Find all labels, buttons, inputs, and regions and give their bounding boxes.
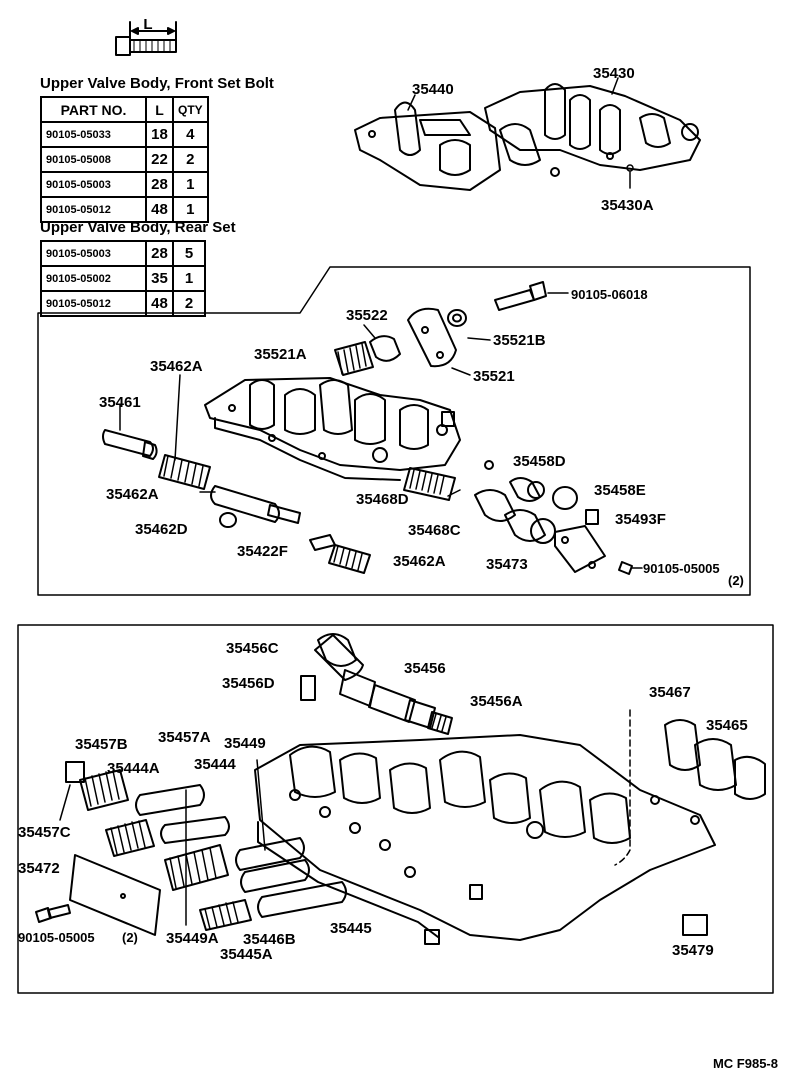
right-valve-parts	[403, 467, 643, 575]
cell-part-no: 90105-05003	[40, 171, 147, 198]
label-35444A: 35444A	[107, 760, 160, 777]
lower-valve-body	[254, 734, 716, 945]
cell-part-no: 90105-05012	[40, 196, 147, 223]
middle-valve-body	[204, 377, 494, 481]
label-35446B: 35446B	[243, 931, 296, 948]
table-row: 90105-05012 48 2	[40, 290, 206, 317]
label-35449: 35449	[224, 735, 266, 752]
label-35521: 35521	[473, 368, 515, 385]
left-valve-train	[102, 374, 371, 574]
cell-length: 48	[145, 196, 174, 223]
rear-bolt-table: 90105-05003 28 5 90105-05002 35 1 90105-…	[40, 240, 206, 317]
cell-qty: 2	[172, 290, 206, 317]
front-bolt-table: PART NO. L QTY 90105-05033 18 4 90105-05…	[40, 96, 209, 223]
label-35522: 35522	[346, 307, 388, 324]
label-35468C: 35468C	[408, 522, 461, 539]
label-35458D: 35458D	[513, 453, 566, 470]
front-table-title: Upper Valve Body, Front Set Bolt	[40, 75, 274, 92]
label-35449A: 35449A	[166, 930, 219, 947]
cell-qty: 5	[172, 240, 206, 267]
label-35462D: 35462D	[135, 521, 188, 538]
header-length: L	[145, 96, 174, 123]
label-35440: 35440	[412, 81, 454, 98]
label-90105-06018: 90105-06018	[571, 287, 648, 302]
table-row: 90105-05002 35 1	[40, 265, 206, 292]
right-plug-parts	[614, 709, 766, 936]
label-35465: 35465	[706, 717, 748, 734]
label-35457C: 35457C	[18, 824, 71, 841]
label-35462A-top: 35462A	[150, 358, 203, 375]
label-35473: 35473	[486, 556, 528, 573]
cell-part-no: 90105-05033	[40, 121, 147, 148]
bolt-length-label: L	[143, 16, 152, 33]
label-35521B: 35521B	[493, 332, 546, 349]
cell-part-no: 90105-05002	[40, 265, 147, 292]
label-35456: 35456	[404, 660, 446, 677]
label-35457B: 35457B	[75, 736, 128, 753]
label-35456A: 35456A	[470, 693, 523, 710]
table-row: 90105-05003 28 1	[40, 171, 209, 198]
label-35467: 35467	[649, 684, 691, 701]
label-35456C: 35456C	[226, 640, 279, 657]
cell-length: 22	[145, 146, 174, 173]
header-qty: QTY	[172, 96, 209, 123]
label-qty2-a: (2)	[728, 573, 744, 588]
cell-qty: 4	[172, 121, 209, 148]
cell-qty: 1	[172, 265, 206, 292]
label-35493F: 35493F	[615, 511, 666, 528]
label-35472: 35472	[18, 860, 60, 877]
label-35479: 35479	[672, 942, 714, 959]
cell-length: 48	[145, 290, 174, 317]
cell-part-no: 90105-05012	[40, 290, 147, 317]
table-row: 90105-05033 18 4	[40, 121, 209, 148]
label-35461: 35461	[99, 394, 141, 411]
table-header-row: PART NO. L QTY	[40, 96, 209, 123]
cell-qty: 1	[172, 196, 209, 223]
label-35456D: 35456D	[222, 675, 275, 692]
label-qty2-b: (2)	[122, 930, 138, 945]
label-35462A-low: 35462A	[393, 553, 446, 570]
label-90105-05005-a: 90105-05005	[643, 561, 720, 576]
label-35430: 35430	[593, 65, 635, 82]
upper-valve-body-assembly	[354, 77, 701, 191]
lower-frame	[17, 624, 774, 994]
bolt-length-icon	[115, 21, 177, 56]
label-35445: 35445	[330, 920, 372, 937]
table-row: 90105-05008 22 2	[40, 146, 209, 173]
table-row: 90105-05012 48 1	[40, 196, 209, 223]
cell-length: 35	[145, 265, 174, 292]
label-35422F: 35422F	[237, 543, 288, 560]
header-part-no: PART NO.	[40, 96, 147, 123]
label-35457A: 35457A	[158, 729, 211, 746]
label-35462A-mid: 35462A	[106, 486, 159, 503]
table-row: 90105-05003 28 5	[40, 240, 206, 267]
label-90105-05005-b: 90105-05005	[18, 930, 95, 945]
plug-and-plate	[334, 307, 491, 376]
label-35430A: 35430A	[601, 197, 654, 214]
cell-part-no: 90105-05003	[40, 240, 147, 267]
label-35444: 35444	[194, 756, 236, 773]
cell-part-no: 90105-05008	[40, 146, 147, 173]
label-35468D: 35468D	[356, 491, 409, 508]
label-35521A: 35521A	[254, 346, 307, 363]
label-35445A: 35445A	[220, 946, 273, 963]
cell-qty: 1	[172, 171, 209, 198]
middle-frame	[37, 266, 751, 596]
bolt-90105-06018	[494, 281, 569, 311]
upper-spool-stack	[300, 633, 453, 735]
cell-qty: 2	[172, 146, 209, 173]
lower-valve-train	[35, 759, 347, 936]
drawing-code: MC F985-8	[712, 1056, 778, 1071]
cell-length: 28	[145, 240, 174, 267]
cell-length: 18	[145, 121, 174, 148]
cell-length: 28	[145, 171, 174, 198]
label-35458E: 35458E	[594, 482, 646, 499]
rear-table-title: Upper Valve Body, Rear Set	[40, 219, 236, 236]
